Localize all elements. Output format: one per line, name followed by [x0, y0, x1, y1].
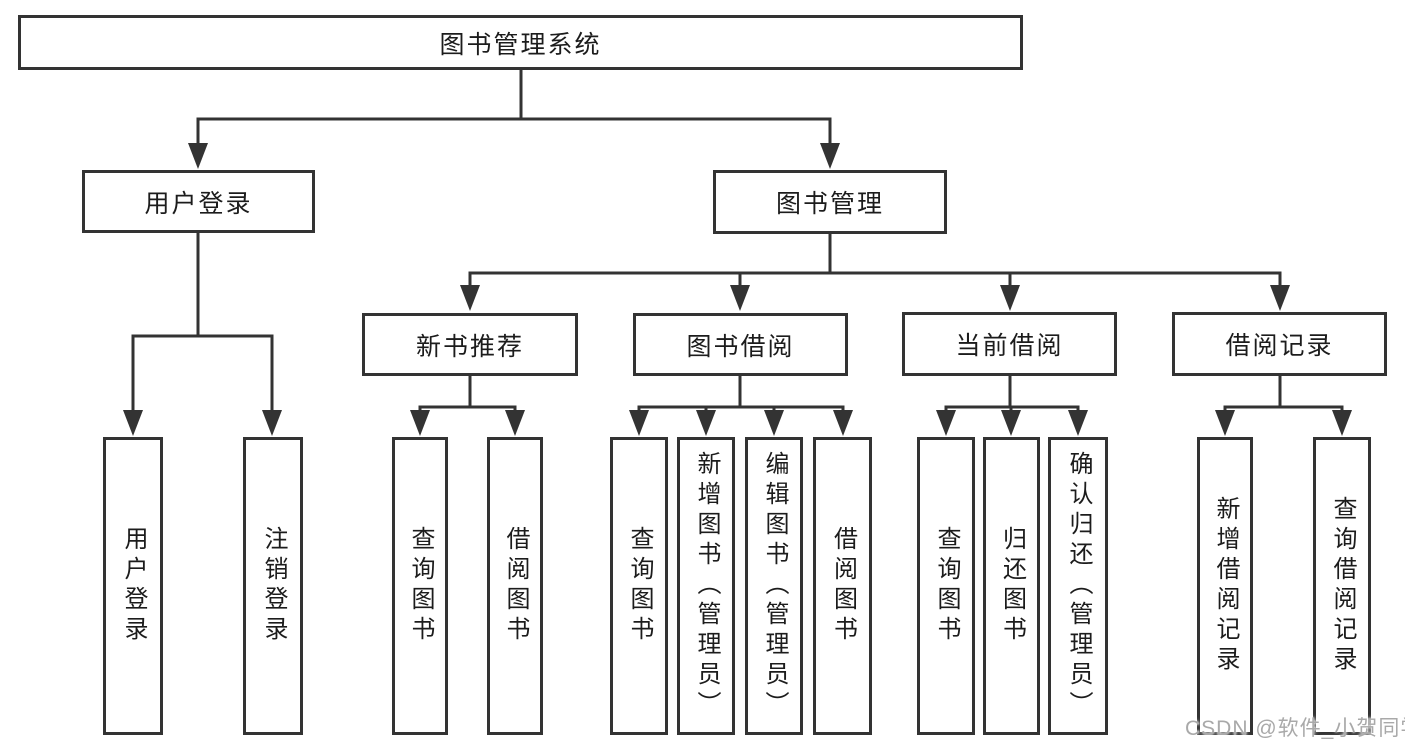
leaf-current-query-books: 查询图书: [917, 437, 975, 735]
node-root: 图书管理系统: [18, 15, 1023, 70]
leaf-recommend-query-books-label: 查询图书: [407, 526, 434, 646]
node-borrow-records-label: 借阅记录: [1225, 332, 1334, 360]
node-book-borrowing-label: 图书借阅: [686, 332, 795, 361]
leaf-recommend-borrow-books: 借阅图书: [487, 437, 543, 735]
leaf-logout-login: 注销登录: [243, 437, 303, 735]
node-book-borrowing: 图书借阅: [633, 313, 848, 376]
leaf-records-add-borrow-record-label: 新增借阅记录: [1212, 496, 1239, 676]
leaf-borrowing-add-books-admin-label: 新增图书（管理员）: [693, 451, 720, 721]
leaf-logout-login-label: 注销登录: [260, 526, 287, 646]
node-new-book-recommend: 新书推荐: [362, 313, 578, 376]
connector-user-login-children: [123, 233, 282, 436]
leaf-borrowing-borrow-books-label: 借阅图书: [829, 526, 857, 646]
leaf-borrowing-add-books-admin: 新增图书（管理员）: [677, 437, 735, 735]
leaf-borrowing-query-books: 查询图书: [610, 437, 668, 735]
node-borrow-records: 借阅记录: [1172, 312, 1387, 376]
leaf-borrowing-edit-books-admin: 编辑图书（管理员）: [745, 437, 803, 735]
node-book-management: 图书管理: [713, 170, 947, 234]
connector-borrow-records-children: [1215, 376, 1352, 436]
leaf-records-query-borrow-record-label: 查询借阅记录: [1329, 496, 1356, 676]
connector-current-borrowing-children: [936, 376, 1088, 436]
csdn-watermark: CSDN @软件_小贺同学: [1185, 717, 1405, 740]
leaf-records-add-borrow-record: 新增借阅记录: [1197, 437, 1253, 735]
leaf-recommend-borrow-books-label: 借阅图书: [502, 526, 529, 646]
leaf-borrowing-edit-books-admin-label: 编辑图书（管理员）: [761, 451, 788, 721]
leaf-user-login: 用户登录: [103, 437, 163, 735]
leaf-records-query-borrow-record: 查询借阅记录: [1313, 437, 1371, 735]
leaf-borrowing-borrow-books: 借阅图书: [813, 437, 872, 735]
leaf-current-query-books-label: 查询图书: [933, 526, 960, 646]
leaf-current-confirm-return-admin-label: 确认归还（管理员）: [1065, 451, 1092, 721]
leaf-user-login-label: 用户登录: [120, 526, 147, 646]
connector-new-book-recommend-children: [410, 376, 525, 436]
leaf-current-return-books-label: 归还图书: [998, 526, 1026, 646]
leaf-current-confirm-return-admin: 确认归还（管理员）: [1048, 437, 1108, 735]
node-book-management-label: 图书管理: [775, 190, 884, 218]
leaf-borrowing-query-books-label: 查询图书: [626, 526, 653, 646]
connector-book-borrowing-children: [629, 376, 853, 436]
connector-book-management-children: [460, 234, 1290, 311]
node-current-borrowing: 当前借阅: [902, 312, 1117, 376]
node-user-login: 用户登录: [82, 170, 315, 233]
connector-root-to-level2: [188, 70, 840, 169]
leaf-recommend-query-books: 查询图书: [392, 437, 448, 735]
node-user-login-label: 用户登录: [144, 189, 253, 218]
node-root-label: 图书管理系统: [439, 30, 602, 59]
leaf-current-return-books: 归还图书: [983, 437, 1040, 735]
node-new-book-recommend-label: 新书推荐: [415, 332, 524, 361]
node-current-borrowing-label: 当前借阅: [955, 332, 1064, 360]
